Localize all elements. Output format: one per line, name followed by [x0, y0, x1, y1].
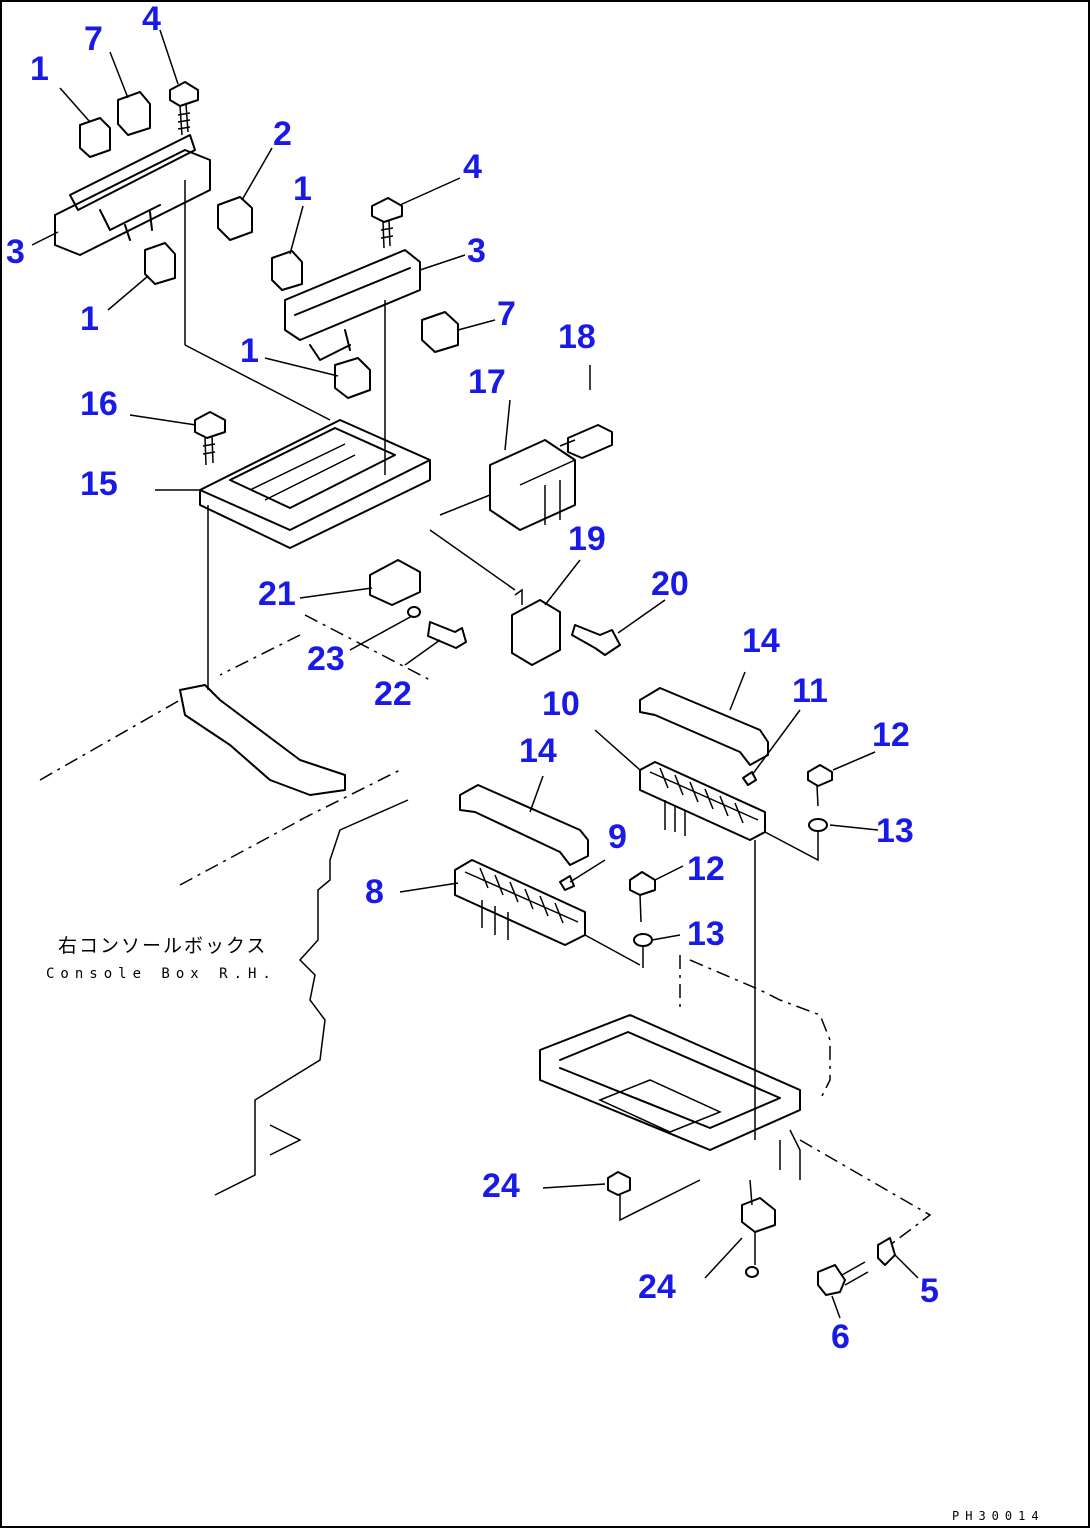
screw-12a: [807, 764, 833, 807]
screw-20: [571, 624, 621, 656]
caption-japanese: 右コンソールボックス: [58, 935, 267, 957]
callout-6: 6: [831, 1318, 850, 1356]
callout-2: 2: [273, 115, 292, 153]
relay-1d: [334, 357, 371, 399]
caption: 右コンソールボックス Console Box R.H.: [46, 935, 277, 982]
callout-7: 7: [84, 20, 103, 58]
callout-22: 22: [374, 675, 412, 713]
bolt-4a: [169, 81, 199, 136]
callout-13: 13: [687, 915, 725, 953]
relay-7a: [117, 91, 151, 136]
callout-12: 12: [687, 850, 725, 888]
relay-2: [217, 196, 253, 241]
fuse-box-cover-14a: [639, 687, 769, 766]
callout-1: 1: [240, 332, 259, 370]
callout-15: 15: [80, 465, 118, 503]
callout-11: 11: [792, 672, 828, 710]
reference-line-b: [219, 634, 301, 676]
console-tray: [539, 955, 932, 1246]
callout-1: 1: [293, 170, 312, 208]
callout-numbers: 1 7 4 2 3 1 1 4 3 1 7 18 17 16 15 19 20 …: [6, 0, 939, 1356]
callout-7: 7: [497, 295, 516, 333]
nut-24a: [607, 1171, 701, 1222]
leader-lines: [31, 29, 919, 1319]
clip-9: [559, 875, 575, 891]
callout-17: 17: [468, 363, 506, 401]
callout-4: 4: [463, 148, 482, 186]
callout-3: 3: [467, 232, 486, 270]
fuse-box-8: [454, 859, 641, 966]
callout-18: 18: [558, 318, 596, 356]
mounting-plate-15: [199, 419, 431, 690]
base-structure: [39, 684, 409, 1196]
callout-23: 23: [307, 640, 345, 678]
reference-line-a: [304, 614, 431, 681]
callout-19: 19: [568, 520, 606, 558]
relay-bracket-left: [54, 134, 331, 421]
callout-13: 13: [876, 812, 914, 850]
callout-9: 9: [608, 818, 627, 856]
callout-14: 14: [742, 622, 780, 660]
callout-4: 4: [142, 0, 161, 38]
callout-16: 16: [80, 385, 118, 423]
bolt-4b: [371, 197, 403, 249]
callout-21: 21: [258, 575, 296, 613]
relay-1a: [79, 117, 111, 158]
caption-english: Console Box R.H.: [46, 966, 277, 982]
drawing-code: PH30014: [952, 1509, 1045, 1523]
callout-8: 8: [365, 873, 384, 911]
clip-5: [877, 1237, 896, 1266]
bolt-16: [194, 411, 226, 466]
bolt-18: [559, 424, 613, 459]
bracket-24b: [741, 1179, 776, 1278]
washer-23: [407, 606, 421, 618]
callout-1: 1: [80, 300, 99, 338]
bolt-6: [817, 1261, 869, 1296]
callout-1: 1: [30, 50, 49, 88]
relay-17: [439, 439, 576, 531]
relay-bracket-right: [284, 249, 421, 475]
callout-10: 10: [542, 685, 580, 723]
callout-24: 24: [482, 1167, 520, 1205]
callout-5: 5: [920, 1272, 939, 1310]
callout-14: 14: [519, 732, 557, 770]
bolt-22: [427, 621, 467, 649]
relay-19: [429, 529, 561, 666]
fuse-box-cover-14b: [459, 784, 589, 866]
callout-20: 20: [651, 565, 689, 603]
callout-12: 12: [872, 716, 910, 754]
clip-11: [742, 771, 757, 786]
relay-1b: [144, 242, 176, 285]
callout-24: 24: [638, 1268, 676, 1306]
washer-13a: [764, 818, 828, 862]
relay-21: [369, 559, 421, 606]
relay-1c: [271, 250, 303, 291]
relay-7b: [421, 311, 459, 353]
callout-3: 3: [6, 233, 25, 271]
screw-12b: [629, 871, 656, 923]
